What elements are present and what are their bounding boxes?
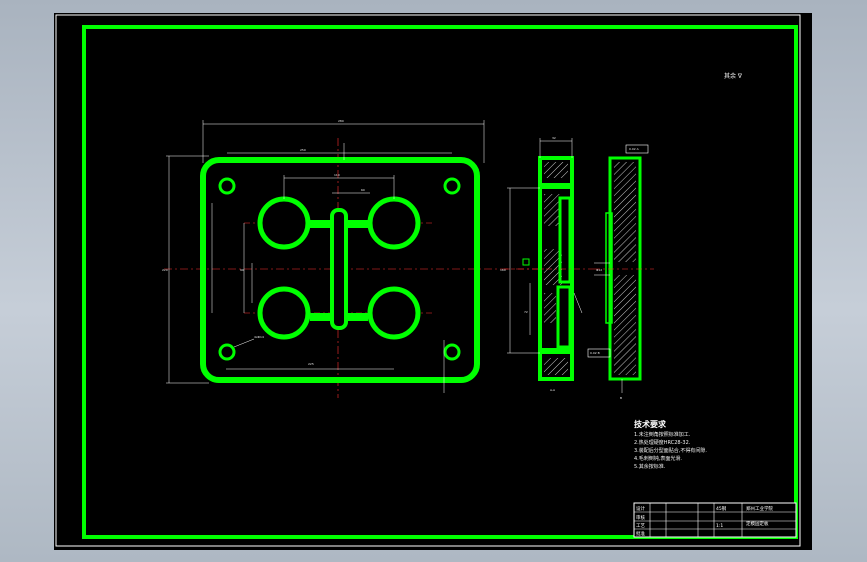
section-a-notch <box>540 183 572 189</box>
cavity-bottom-right <box>367 286 421 340</box>
section-a-hatch-bottom <box>544 358 568 375</box>
section-a-outline <box>538 156 574 381</box>
svg-text:250: 250 <box>300 148 306 152</box>
corner-hole-bl <box>218 343 236 361</box>
cavity-top-right <box>367 196 421 250</box>
svg-text:工艺: 工艺 <box>636 523 645 529</box>
section-b-hatch-upper <box>614 162 636 262</box>
tech-req-item: 1.未注倒角按照标准加工. <box>634 431 691 438</box>
svg-text:4xΦ14: 4xΦ14 <box>254 335 264 339</box>
plate-outline <box>200 157 480 383</box>
tech-req-item: 5.其余按标准. <box>634 463 666 470</box>
section-a-slot-2 <box>556 285 572 349</box>
section-a-hatch-3 <box>544 293 556 323</box>
section-view-b: 0.02 A 0.02 B Φ12 B <box>587 144 654 400</box>
roughness-note: 其余 ∇ <box>724 72 743 80</box>
section-a-hatch-1 <box>544 194 560 226</box>
flatness-callout-bottom <box>587 348 611 358</box>
tech-req-item: 3.装配后分型面贴合,不得有间隙. <box>634 447 707 454</box>
tech-req-heading: 技术要求 <box>634 419 667 429</box>
section-a-hatch-top <box>544 162 568 178</box>
svg-text:160: 160 <box>500 268 506 272</box>
svg-text:72: 72 <box>524 310 528 314</box>
svg-text:A-A: A-A <box>550 388 556 392</box>
cad-drawing: 其余 ∇ <box>55 14 801 547</box>
svg-text:设计: 设计 <box>636 505 645 512</box>
outer-frame <box>55 14 801 547</box>
svg-text:0.02 B: 0.02 B <box>590 351 600 355</box>
tech-req-item: 2.热处理硬度HRC28-32. <box>634 439 691 446</box>
svg-text:32: 32 <box>552 136 556 140</box>
section-a-hatch-2 <box>544 249 562 285</box>
corner-hole-tr <box>443 177 461 195</box>
technical-requirements: 技术要求 1.未注倒角按照标准加工. 2.热处理硬度HRC28-32. 3.装配… <box>634 419 707 470</box>
tech-req-item: 4.毛刺倒钝,表面光滑. <box>634 455 682 462</box>
front-dimension-values: 280 250 60 110 220 90 225 4xΦ14 <box>162 119 365 366</box>
svg-text:110: 110 <box>334 173 340 177</box>
title-block: 设计 审核 工艺 批准 45钢 1:1 郑州工业学院 定模固定板 <box>633 502 797 538</box>
scale-value: 1:1 <box>716 523 723 529</box>
material-value: 45钢 <box>716 505 727 512</box>
svg-text:90: 90 <box>240 268 244 272</box>
school-name: 郑州工业学院 <box>746 505 773 512</box>
svg-text:60: 60 <box>361 188 365 192</box>
section-b-hatch-lower <box>614 275 636 375</box>
sprue-runner <box>330 208 348 330</box>
svg-text:审核: 审核 <box>636 514 645 521</box>
corner-hole-tl <box>218 177 236 195</box>
section-a-marker <box>522 258 530 266</box>
section-b-recess <box>605 212 613 324</box>
section-view-a: 32 160 72 A-A <box>500 136 594 392</box>
svg-text:批准: 批准 <box>636 530 645 537</box>
section-a-notch-2 <box>540 348 572 354</box>
corner-hole-br <box>443 343 461 361</box>
front-dimensions <box>166 120 485 393</box>
svg-text:280: 280 <box>338 119 344 123</box>
svg-text:0.02 A: 0.02 A <box>629 147 640 151</box>
svg-text:225: 225 <box>308 362 314 366</box>
front-view: 280 250 60 110 220 90 225 4xΦ14 <box>162 119 544 398</box>
section-b-outline <box>608 156 642 381</box>
drawing-border <box>82 25 798 539</box>
svg-text:220: 220 <box>162 268 168 272</box>
cad-viewport[interactable]: 其余 ∇ <box>54 13 812 550</box>
svg-text:B: B <box>620 396 622 400</box>
cavity-top-left <box>257 196 311 250</box>
flatness-callout-top <box>625 144 649 154</box>
section-a-slot-1 <box>558 196 572 284</box>
drawing-title: 定模固定板 <box>746 520 769 527</box>
svg-text:Φ12: Φ12 <box>596 268 602 272</box>
cavity-bottom-left <box>257 286 311 340</box>
